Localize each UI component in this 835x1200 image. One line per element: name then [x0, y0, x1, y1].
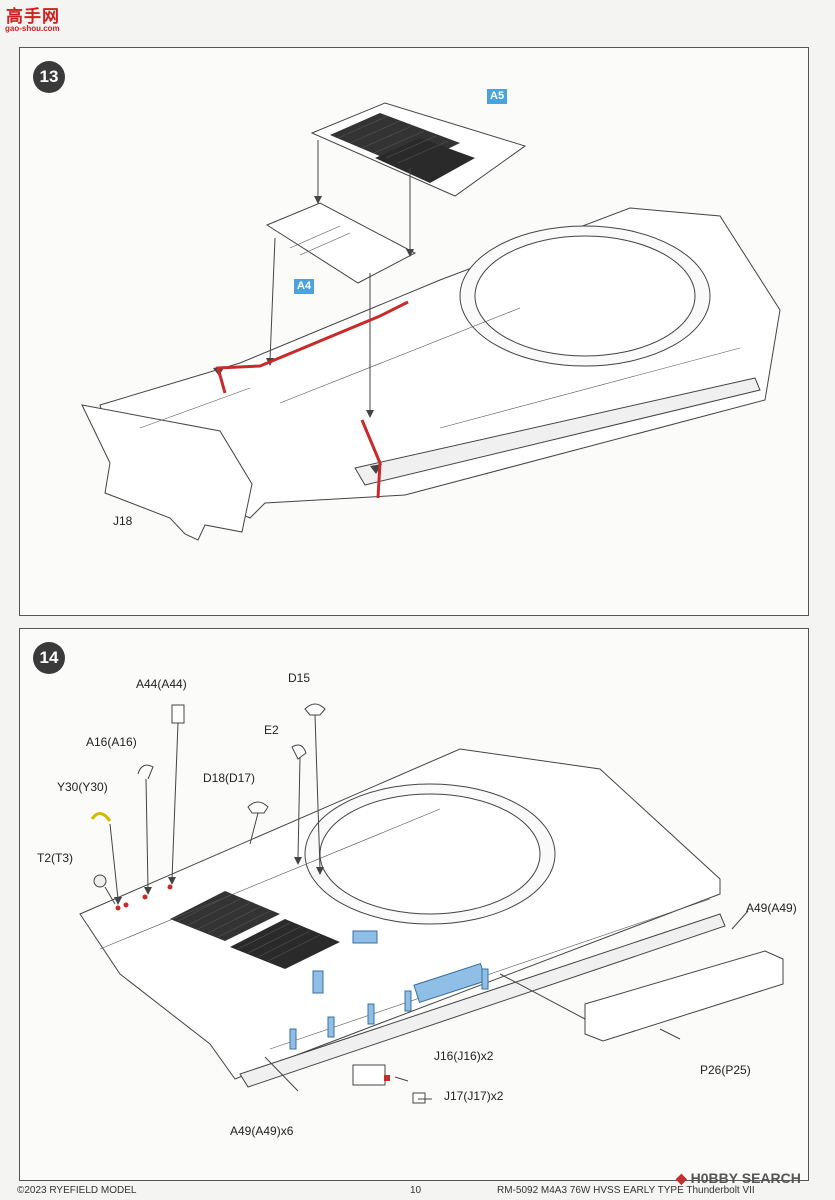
part-a44 — [171, 704, 185, 724]
part-d18 — [247, 801, 269, 814]
step-14-panel: 14 — [19, 628, 809, 1181]
logo-text: 高手网 — [6, 7, 60, 26]
watermark-brand: H0BBY SEARCH — [690, 1170, 801, 1186]
part-label-a16: A16(A16) — [86, 735, 137, 749]
step-number: 13 — [33, 61, 65, 93]
part-label-a49x6: A49(A49)x6 — [230, 1124, 294, 1138]
grille-slots-2 — [375, 138, 475, 183]
part-label-j17: J17(J17)x2 — [444, 1089, 504, 1103]
part-tag-a5: A5 — [487, 89, 508, 104]
mudguard-p26 — [584, 950, 784, 1042]
site-logo-watermark: 高手网 gao-shou.com — [2, 2, 72, 36]
part-y30 — [90, 812, 112, 822]
step-13-panel: 13 — [19, 47, 809, 616]
part-label-a44: A44(A44) — [136, 677, 187, 691]
footer-copyright: ©2023 RYEFIELD MODEL — [17, 1185, 137, 1196]
part-label-p26: P26(P25) — [700, 1063, 751, 1077]
part-j17 — [412, 1092, 426, 1104]
side-skirt — [354, 377, 761, 486]
part-label-t2: T2(T3) — [37, 851, 73, 865]
deck-plate-a4 — [265, 202, 417, 284]
side-skirt — [239, 913, 726, 1088]
part-e2 — [291, 744, 307, 760]
part-t2 — [93, 874, 107, 888]
part-label-e2: E2 — [264, 723, 279, 737]
part-label-d15: D15 — [288, 671, 311, 685]
part-label-j18: J18 — [113, 514, 133, 528]
part-a16 — [137, 764, 154, 780]
logo-url: gao-shou.com — [5, 24, 60, 33]
footer-page-number: 10 — [410, 1185, 422, 1196]
grille-right — [230, 919, 340, 969]
glue-line-front — [216, 300, 409, 394]
grille-left — [170, 891, 280, 941]
part-d15 — [304, 703, 326, 716]
hobbysearch-watermark: ◆ H0BBY SEARCH — [676, 1170, 801, 1186]
glue-line-side — [360, 419, 382, 499]
part-label-d18: D18(D17) — [203, 771, 256, 785]
step-number: 14 — [33, 642, 65, 674]
part-label-a49: A49(A49) — [746, 901, 797, 915]
part-tag-a4: A4 — [294, 279, 315, 294]
step-13-diagram — [81, 102, 781, 541]
part-label-y30: Y30(Y30) — [57, 780, 108, 794]
part-j16 — [352, 1064, 386, 1086]
front-plate-j18 — [81, 404, 253, 541]
step-14-diagram — [79, 703, 784, 1104]
footer-product: RM-5092 M4A3 76W HVSS EARLY TYPE Thunder… — [497, 1185, 755, 1196]
part-label-j16: J16(J16)x2 — [434, 1049, 494, 1063]
